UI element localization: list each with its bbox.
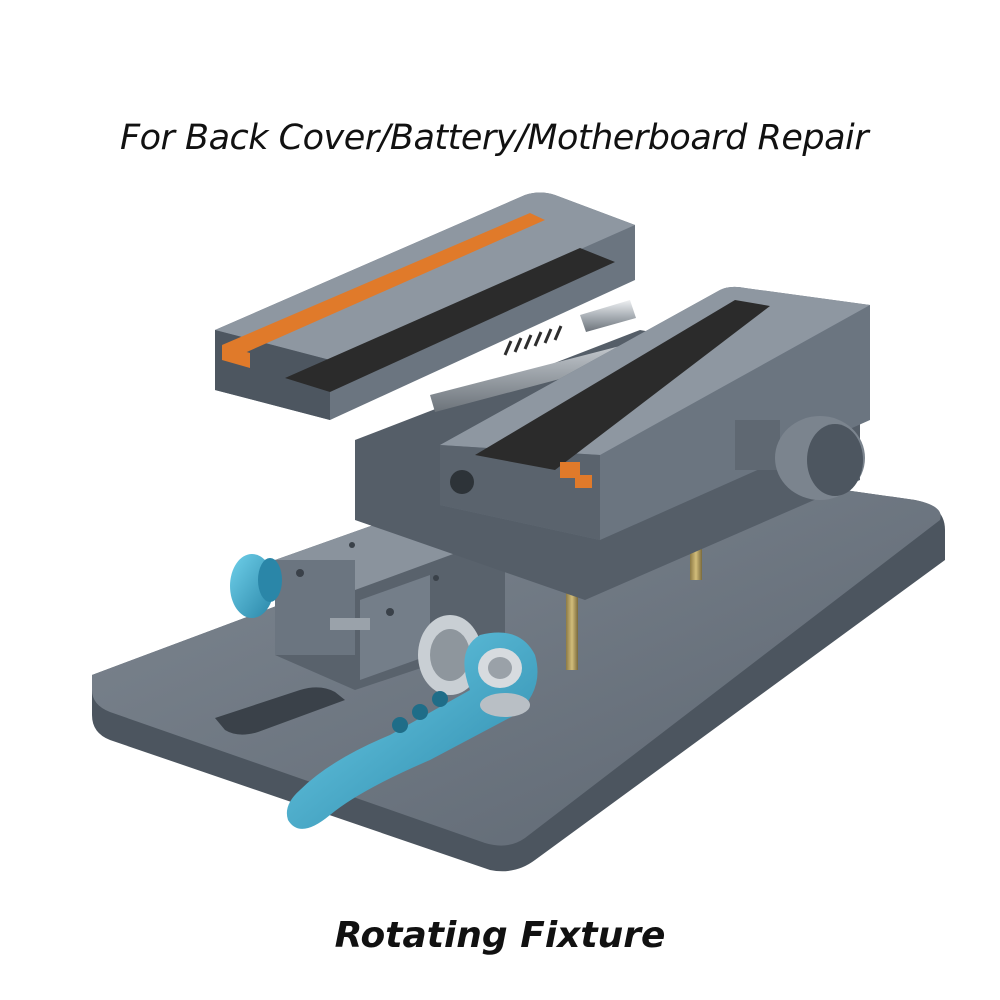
product-label: Rotating Fixture bbox=[334, 915, 666, 956]
cam-lever bbox=[286, 615, 538, 829]
headline: For Back Cover/Battery/Motherboard Repai… bbox=[120, 118, 869, 158]
upper-platform bbox=[215, 192, 870, 600]
teal-adjust-knob bbox=[230, 554, 282, 618]
knurled-knob bbox=[735, 416, 865, 500]
